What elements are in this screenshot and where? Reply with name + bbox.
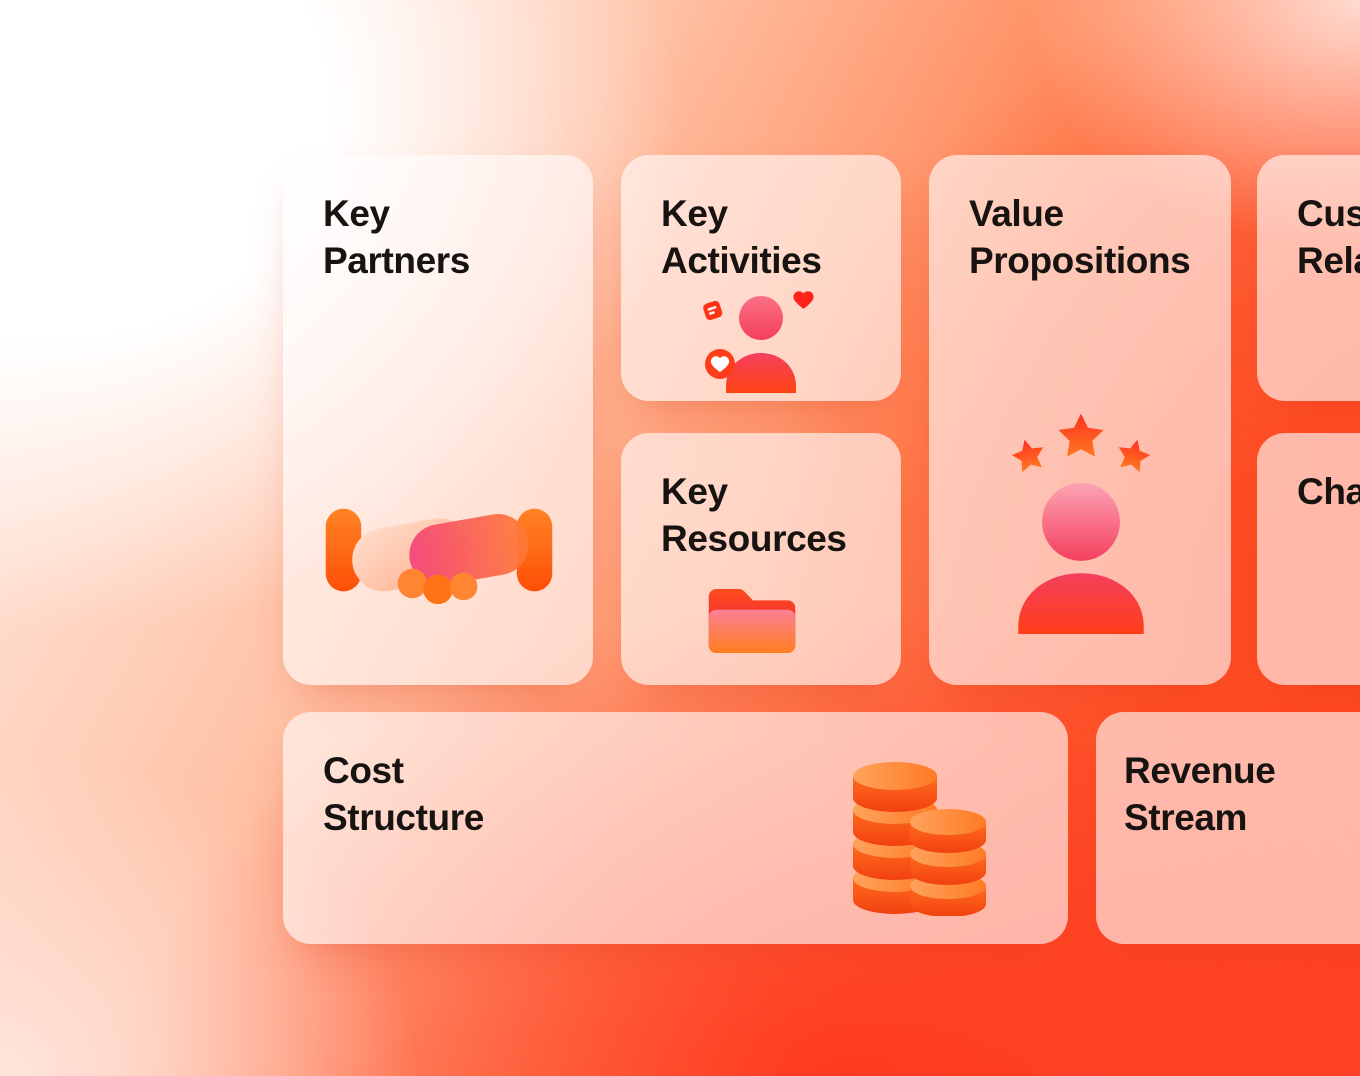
card-customer-relationships-title: Customer Relationships [1297, 191, 1360, 285]
card-value-propositions-title: Value Propositions [969, 191, 1203, 285]
handshake-icon [325, 485, 553, 615]
folder-icon [705, 581, 799, 661]
title-line: Resources [661, 517, 847, 559]
title-line: Cost [323, 750, 404, 791]
title-line: Customer [1297, 193, 1360, 234]
title-line: Channels [1297, 471, 1360, 512]
person-hearts-icon [699, 287, 821, 393]
card-customer-relationships: Customer Relationships [1257, 155, 1360, 401]
title-line: Structure [323, 796, 484, 838]
title-line: Activities [661, 239, 822, 281]
coins-icon [849, 738, 991, 916]
title-line: Propositions [969, 239, 1191, 281]
card-cost-structure: Cost Structure [283, 712, 1068, 944]
card-key-resources: Key Resources [621, 433, 901, 685]
rating-person-icon [1005, 401, 1157, 639]
card-key-partners: Key Partners [283, 155, 593, 685]
title-line: Stream [1124, 796, 1248, 838]
title-line: Key [661, 471, 728, 512]
title-line: Revenue [1124, 750, 1276, 791]
title-line: Partners [323, 239, 470, 281]
title-line: Relationships [1297, 239, 1360, 281]
card-channels: Channels [1257, 433, 1360, 685]
card-key-activities-title: Key Activities [661, 191, 873, 285]
card-channels-title: Channels [1297, 469, 1360, 516]
card-cost-structure-title: Cost Structure [323, 748, 1040, 842]
card-key-resources-title: Key Resources [661, 469, 873, 563]
card-key-activities: Key Activities [621, 155, 901, 401]
card-value-propositions: Value Propositions [929, 155, 1231, 685]
title-line: Value [969, 193, 1064, 234]
title-line: Key [661, 193, 728, 234]
card-revenue-stream-title: Revenue Stream [1124, 748, 1360, 842]
title-line: Key [323, 193, 390, 234]
card-revenue-stream: Revenue Stream [1096, 712, 1360, 944]
card-key-partners-title: Key Partners [323, 191, 565, 285]
